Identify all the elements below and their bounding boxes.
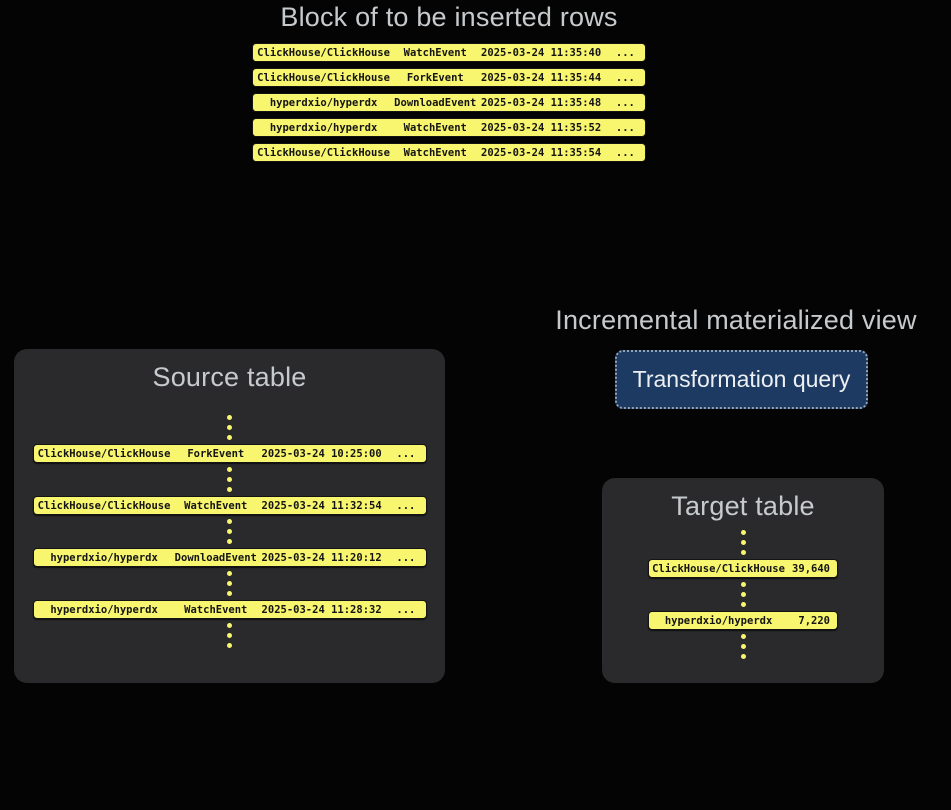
repo-cell: ClickHouse/ClickHouse bbox=[257, 46, 390, 59]
materialized-view-title: Incremental materialized view bbox=[555, 305, 917, 335]
transformation-query-button[interactable]: Transformation query bbox=[615, 350, 868, 409]
timestamp-cell: 2025-03-24 11:20:12 bbox=[261, 551, 382, 564]
timestamp-cell: 2025-03-24 11:35:40 bbox=[481, 46, 602, 59]
more-columns-cell: ... bbox=[396, 499, 416, 512]
timestamp-cell: 2025-03-24 11:35:52 bbox=[481, 121, 602, 134]
event-row: ClickHouse/ClickHouse WatchEvent 2025-03… bbox=[252, 43, 646, 62]
insert-rows-title: Block of to be inserted rows bbox=[280, 2, 618, 32]
event-row: hyperdxio/hyperdx DownloadEvent 2025-03-… bbox=[252, 93, 646, 112]
timestamp-cell: 2025-03-24 11:35:54 bbox=[481, 146, 602, 159]
more-columns-cell: ... bbox=[615, 146, 635, 159]
vertical-ellipsis-icon bbox=[227, 467, 232, 492]
event-type-cell: WatchEvent bbox=[184, 603, 248, 616]
count-cell: 39,640 bbox=[792, 562, 830, 575]
event-row: hyperdxio/hyperdx WatchEvent 2025-03-24 … bbox=[32, 600, 427, 619]
insert-rows-list: ClickHouse/ClickHouse WatchEvent 2025-03… bbox=[252, 43, 646, 162]
vertical-ellipsis-icon bbox=[740, 634, 746, 659]
vertical-ellipsis-icon bbox=[740, 582, 746, 607]
repo-cell: ClickHouse/ClickHouse bbox=[257, 146, 390, 159]
more-columns-cell: ... bbox=[396, 447, 416, 460]
timestamp-cell: 2025-03-24 11:35:48 bbox=[481, 96, 602, 109]
repo-cell: hyperdxio/hyperdx bbox=[269, 96, 378, 109]
repo-cell: ClickHouse/ClickHouse bbox=[37, 499, 171, 512]
event-type-cell: WatchEvent bbox=[403, 121, 467, 134]
event-type-cell: WatchEvent bbox=[184, 499, 248, 512]
vertical-ellipsis-icon bbox=[227, 623, 232, 648]
more-columns-cell: ... bbox=[615, 121, 635, 134]
vertical-ellipsis-icon bbox=[740, 530, 746, 555]
event-type-cell: ForkEvent bbox=[406, 71, 464, 84]
source-table-panel: Source table ClickHouse/ClickHouse ForkE… bbox=[14, 349, 445, 683]
event-type-cell: WatchEvent bbox=[403, 46, 467, 59]
source-table-rows: ClickHouse/ClickHouse ForkEvent 2025-03-… bbox=[32, 411, 427, 619]
more-columns-cell: ... bbox=[615, 46, 635, 59]
event-row: ClickHouse/ClickHouse ForkEvent 2025-03-… bbox=[252, 68, 646, 87]
event-row: ClickHouse/ClickHouse ForkEvent 2025-03-… bbox=[32, 444, 427, 463]
repo-cell: ClickHouse/ClickHouse bbox=[652, 562, 785, 575]
repo-cell: hyperdxio/hyperdx bbox=[664, 614, 773, 627]
vertical-ellipsis-icon bbox=[227, 415, 232, 440]
count-row: hyperdxio/hyperdx 7,220 bbox=[648, 611, 838, 630]
repo-cell: hyperdxio/hyperdx bbox=[269, 121, 378, 134]
count-cell: 7,220 bbox=[798, 614, 830, 627]
insert-rows-block: Block of to be inserted rows ClickHouse/… bbox=[252, 2, 646, 168]
repo-cell: ClickHouse/ClickHouse bbox=[37, 447, 171, 460]
more-columns-cell: ... bbox=[396, 603, 416, 616]
event-row: hyperdxio/hyperdx WatchEvent 2025-03-24 … bbox=[252, 118, 646, 137]
target-table-panel: Target table ClickHouse/ClickHouse 39,64… bbox=[602, 478, 884, 683]
timestamp-cell: 2025-03-24 11:32:54 bbox=[261, 499, 382, 512]
event-type-cell: WatchEvent bbox=[403, 146, 467, 159]
event-type-cell: DownloadEvent bbox=[174, 551, 257, 564]
vertical-ellipsis-icon bbox=[227, 571, 232, 596]
repo-cell: hyperdxio/hyperdx bbox=[50, 551, 158, 564]
source-table-title: Source table bbox=[152, 362, 307, 392]
more-columns-cell: ... bbox=[396, 551, 416, 564]
more-columns-cell: ... bbox=[615, 71, 635, 84]
event-row: hyperdxio/hyperdx DownloadEvent 2025-03-… bbox=[32, 548, 427, 567]
timestamp-cell: 2025-03-24 11:28:32 bbox=[261, 603, 382, 616]
repo-cell: hyperdxio/hyperdx bbox=[50, 603, 158, 616]
repo-cell: ClickHouse/ClickHouse bbox=[257, 71, 390, 84]
target-table-rows: ClickHouse/ClickHouse 39,640 hyperdxio/h… bbox=[648, 526, 838, 630]
event-row: ClickHouse/ClickHouse WatchEvent 2025-03… bbox=[252, 143, 646, 162]
more-columns-cell: ... bbox=[615, 96, 635, 109]
timestamp-cell: 2025-03-24 10:25:00 bbox=[261, 447, 382, 460]
target-table-title: Target table bbox=[671, 491, 815, 521]
timestamp-cell: 2025-03-24 11:35:44 bbox=[481, 71, 602, 84]
event-type-cell: ForkEvent bbox=[187, 447, 245, 460]
vertical-ellipsis-icon bbox=[227, 519, 232, 544]
event-type-cell: DownloadEvent bbox=[394, 96, 477, 109]
count-row: ClickHouse/ClickHouse 39,640 bbox=[648, 559, 838, 578]
event-row: ClickHouse/ClickHouse WatchEvent 2025-03… bbox=[32, 496, 427, 515]
